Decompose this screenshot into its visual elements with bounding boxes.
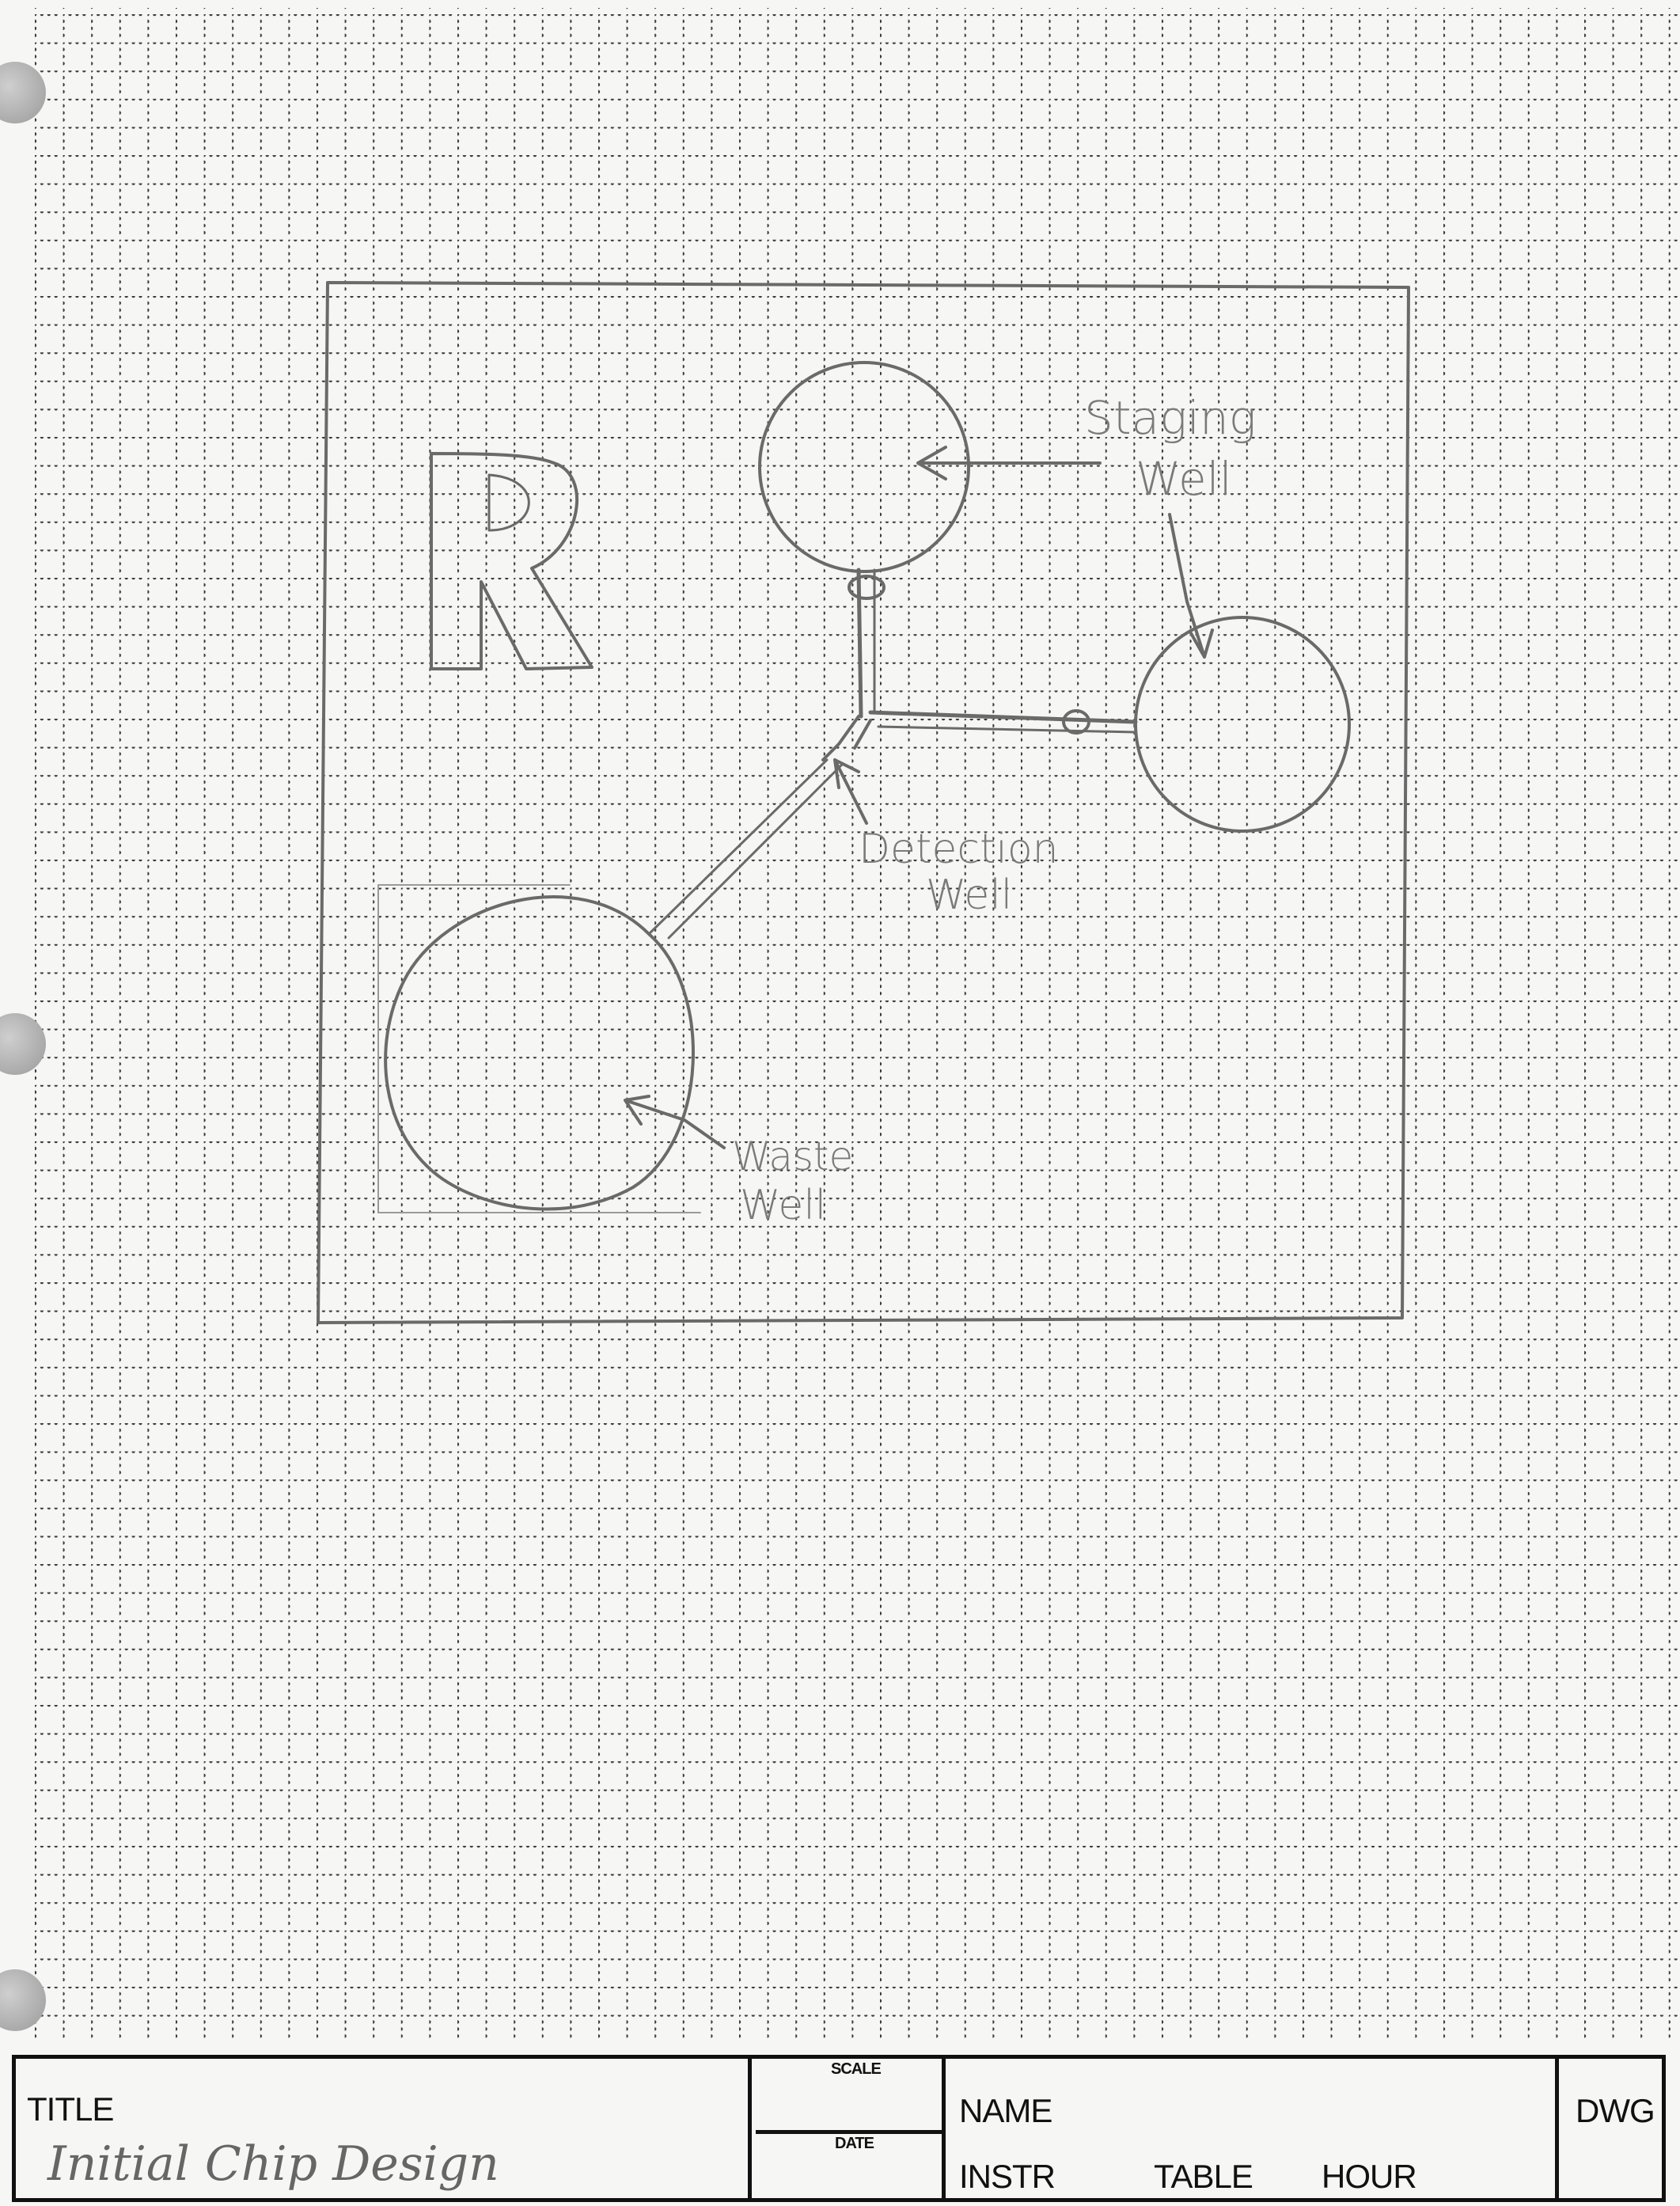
label-waste-1: Waste (732, 1133, 853, 1179)
dwg-cell: DWG (1563, 2059, 1662, 2198)
waste-well (384, 895, 695, 1211)
arrow-staging-top (916, 446, 1102, 480)
dwg-label: DWG (1576, 2092, 1655, 2129)
name-label: NAME (959, 2092, 1052, 2129)
arrow-waste (624, 1095, 726, 1149)
staging-well-right (1134, 616, 1351, 833)
instr-label: INSTR (959, 2158, 1056, 2195)
date-label: DATE (835, 2135, 874, 2152)
valve-right (1062, 709, 1090, 735)
label-staging-2: Well (1136, 452, 1232, 506)
title-value: Initial Chip Design (47, 2136, 499, 2192)
scale-label: SCALE (831, 2060, 882, 2078)
scale-date-cell: SCALE DATE (756, 2059, 946, 2198)
name-cell: NAME INSTR TABLE HOUR (950, 2059, 1559, 2198)
waste-well-guide (377, 884, 701, 1213)
channel-diagonal (647, 758, 829, 936)
logo-r-inner (487, 473, 530, 532)
label-waste-2: Well (740, 1182, 826, 1229)
title-block: TITLE Initial Chip Design SCALE DATE NAM… (12, 2055, 1666, 2202)
scale-date-divider (756, 2130, 942, 2134)
channel-right (868, 710, 1138, 724)
valve-top (848, 575, 886, 600)
label-detection-1: Detection (859, 826, 1059, 873)
label-staging-1: Staging (1084, 391, 1257, 445)
chip-outline (317, 281, 1410, 1324)
channel-right-2 (877, 725, 1137, 734)
table-label: TABLE (1154, 2158, 1253, 2195)
channel-diagonal-2 (667, 762, 844, 940)
hour-label: HOUR (1322, 2158, 1417, 2195)
arrow-staging-right (1168, 513, 1214, 659)
channel-top (856, 568, 863, 719)
arrow-detection (833, 758, 868, 825)
logo-r-outline (430, 452, 593, 670)
staging-well-top (758, 361, 970, 573)
title-label: TITLE (27, 2090, 114, 2128)
label-detection-2: Well (926, 871, 1012, 919)
title-cell: TITLE Initial Chip Design (16, 2059, 752, 2198)
detection-hub (821, 715, 872, 761)
